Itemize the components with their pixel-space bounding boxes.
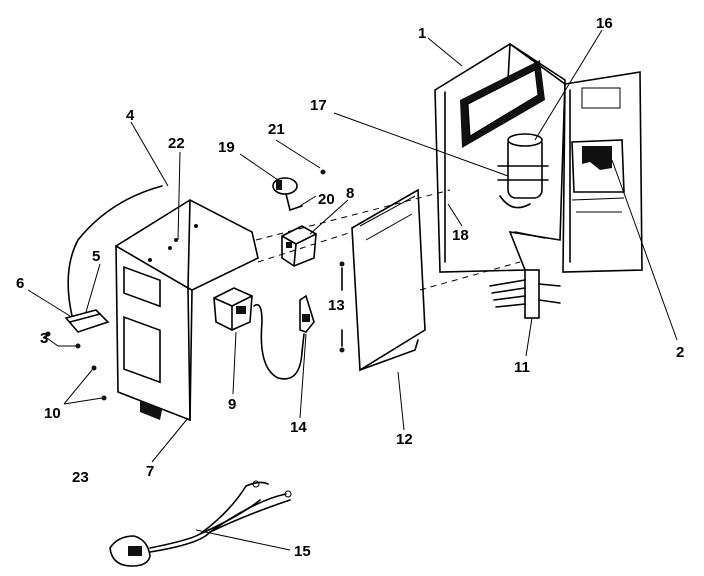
- callout-labels: 1 2 3 4 5 6 7 8 9 10 11 12 13 14 15 16 1…: [16, 15, 684, 560]
- callout-17: 17: [310, 97, 327, 114]
- part-3-screws: [45, 331, 81, 349]
- callout-13: 13: [328, 297, 345, 314]
- part-12-cover-panel: [351, 188, 426, 372]
- callout-18: 18: [452, 227, 469, 244]
- part-7-control-chassis: [115, 199, 259, 422]
- part-14-clip: [299, 294, 315, 353]
- callout-4: 4: [126, 107, 135, 124]
- callout-9: 9: [228, 396, 236, 413]
- part-1-back-panel: [434, 43, 566, 273]
- part-15-power-cord: [109, 480, 292, 567]
- callout-15: 15: [294, 543, 311, 560]
- callout-22: 22: [168, 135, 185, 152]
- callout-20: 20: [318, 191, 335, 208]
- part-13-screws: [339, 261, 345, 353]
- part-11-terminal-block: [489, 269, 561, 319]
- callout-3: 3: [40, 330, 48, 347]
- callout-1: 1: [418, 25, 426, 42]
- callout-11: 11: [514, 359, 530, 376]
- part-4-capillary: [67, 185, 163, 317]
- callout-16: 16: [596, 15, 613, 32]
- leader-lines: [27, 29, 678, 551]
- part-21-screw: [320, 169, 326, 175]
- callout-14: 14: [290, 419, 307, 436]
- callout-19: 19: [218, 139, 235, 156]
- part-9-switch: [213, 287, 303, 380]
- callout-12: 12: [396, 431, 413, 448]
- callout-10: 10: [44, 405, 61, 422]
- callout-6: 6: [16, 275, 24, 292]
- callout-7: 7: [146, 463, 154, 480]
- part-16-tank: [497, 133, 549, 239]
- part-19-switch: [272, 177, 303, 211]
- callout-8: 8: [346, 185, 354, 202]
- callout-2: 2: [676, 344, 684, 361]
- part-5-bracket: [64, 309, 110, 333]
- part-2-side-panel: [509, 43, 643, 273]
- callout-5: 5: [92, 248, 100, 265]
- part-10-screws: [91, 365, 107, 401]
- callout-21: 21: [268, 121, 285, 138]
- part-8-relay: [281, 225, 317, 267]
- callout-23: 23: [72, 469, 89, 486]
